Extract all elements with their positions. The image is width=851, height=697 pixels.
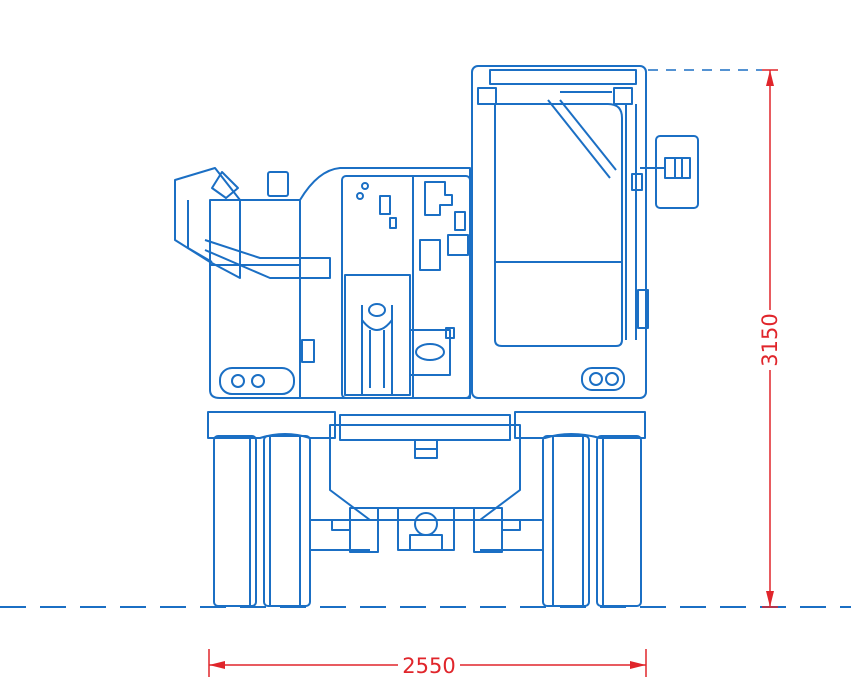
right-fender: [514, 411, 646, 439]
left-wheels: [213, 435, 311, 607]
machine-outline: [174, 65, 699, 607]
axle-assembly: [310, 414, 543, 553]
left-fender: [207, 411, 336, 439]
width-dimension: 2550: [208, 649, 647, 678]
engine-compartment: [341, 175, 471, 399]
side-mirror: [640, 135, 699, 209]
height-label: 3150: [758, 313, 782, 366]
height-dimension: 3150: [758, 69, 782, 608]
chassis-body: [209, 167, 471, 399]
right-wheels: [542, 435, 642, 607]
left-tank: [174, 167, 331, 279]
width-label: 2550: [402, 654, 455, 678]
operator-cab: [471, 65, 649, 399]
